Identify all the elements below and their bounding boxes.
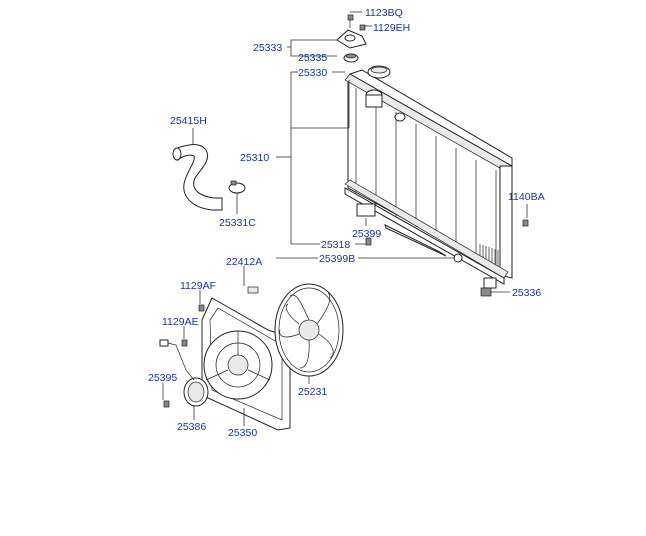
bolt-25395 [163, 400, 170, 408]
radiator-hose [172, 144, 223, 211]
hose-clamp [228, 180, 246, 194]
label-25395: 25395 [148, 372, 177, 384]
fan-motor [159, 339, 209, 407]
label-25335: 25335 [298, 52, 327, 64]
bolt-1129AF [198, 304, 205, 312]
label-25330: 25330 [298, 67, 327, 79]
bolt-1140BA [522, 219, 529, 227]
label-25336: 25336 [512, 287, 541, 299]
label-1129AE: 1129AE [162, 316, 199, 328]
label-1129AF: 1129AF [180, 280, 216, 292]
label-22412A: 22412A [226, 256, 262, 268]
label-25350: 25350 [228, 427, 257, 439]
label-25318: 25318 [321, 239, 350, 251]
cooling-fan [274, 283, 344, 377]
clip-25318 [365, 237, 372, 246]
label-25331C: 25331C [219, 217, 256, 229]
label-25231: 25231 [298, 386, 327, 398]
upper-mount-bracket [336, 14, 367, 49]
plate-22412A [247, 286, 259, 294]
label-1129EH: 1129EH [373, 22, 410, 34]
radiator [344, 69, 513, 289]
mount-25336 [480, 287, 492, 297]
label-1123BQ: 1123BQ [365, 7, 403, 19]
radiator-cap [367, 65, 391, 79]
label-1140BA: 1140BA [508, 191, 545, 203]
bolt-1129AE [181, 339, 188, 347]
leader-lines [162, 11, 528, 426]
upper-insulator [343, 53, 359, 63]
part-labels: 1123BQ 1129EH 25333 25335 25330 25415H 2… [148, 7, 545, 439]
label-25333: 25333 [253, 42, 282, 54]
label-25399: 25399 [352, 228, 381, 240]
label-25386: 25386 [177, 421, 206, 433]
label-25415H: 25415H [170, 115, 207, 127]
label-25399B: 25399B [319, 253, 355, 265]
label-25310: 25310 [240, 152, 269, 164]
